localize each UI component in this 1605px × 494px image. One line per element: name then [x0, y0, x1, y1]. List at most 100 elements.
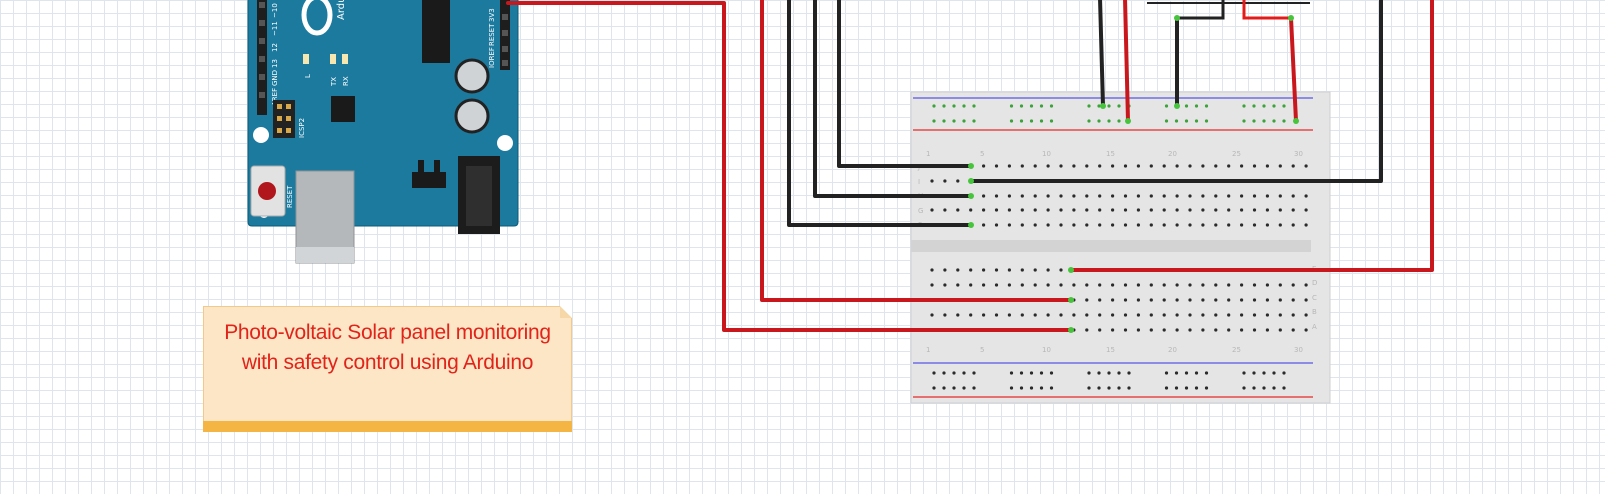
column-label: 10	[1042, 150, 1051, 158]
breadboard-hole	[1149, 194, 1153, 198]
column-label: 20	[1168, 346, 1177, 354]
breadboard-hole	[994, 194, 999, 198]
wire-red	[1289, 16, 1298, 123]
breadboard-hole	[1020, 268, 1024, 272]
breadboard-hole	[1049, 371, 1054, 375]
breadboard-hole	[1009, 104, 1014, 108]
breadboard-hole	[1214, 313, 1218, 317]
breadboard-hole	[930, 313, 934, 317]
breadboard-hole	[1184, 104, 1189, 108]
wire-red	[506, 1, 1073, 332]
breadboard-hole	[1111, 313, 1115, 317]
breadboard-hole	[1272, 119, 1276, 123]
breadboard-hole	[1072, 223, 1076, 227]
breadboard-hole	[1123, 328, 1128, 332]
breadboard-hole	[1252, 386, 1256, 390]
breadboard-hole	[1059, 313, 1063, 317]
breadboard-hole	[1107, 386, 1111, 390]
breadboard-hole	[1184, 119, 1189, 123]
breadboard-hole	[1262, 371, 1266, 375]
breadboard-hole	[1029, 119, 1034, 123]
breadboard-hole	[1175, 313, 1179, 317]
breadboard-hole	[962, 386, 966, 390]
breadboard-hole	[1085, 194, 1089, 198]
breadboard-hole	[1019, 104, 1024, 108]
column-label: 30	[1294, 346, 1303, 354]
breadboard-hole	[1252, 119, 1256, 123]
breadboard-hole	[1242, 386, 1246, 390]
breadboard-hole	[1020, 164, 1024, 168]
breadboard-hole	[1278, 298, 1282, 302]
note-text: Photo-voltaic Solar panel monitoring wit…	[224, 321, 551, 374]
breadboard-hole	[1039, 104, 1044, 108]
breadboard-hole	[1227, 298, 1231, 302]
breadboard-hole	[1214, 208, 1218, 212]
breadboard-hole	[1227, 313, 1231, 317]
wire-red	[1123, 0, 1130, 123]
microcontroller-chip	[422, 0, 450, 63]
breadboard-hole	[1252, 328, 1257, 332]
breadboard-hole	[1107, 104, 1111, 108]
breadboard-hole	[994, 223, 999, 227]
breadboard-hole	[1240, 208, 1244, 212]
breadboard-hole	[1039, 119, 1044, 123]
breadboard-hole	[1164, 119, 1169, 123]
breadboard-hole	[1046, 194, 1050, 198]
breadboard-hole	[1020, 194, 1024, 198]
breadboard-hole	[1188, 328, 1192, 332]
breadboard-hole	[943, 313, 947, 317]
breadboard-hole	[1175, 164, 1179, 168]
breadboard-hole	[1087, 371, 1091, 375]
column-label: 15	[1106, 346, 1115, 354]
tx-label: TX	[330, 77, 338, 87]
icsp-label: ICSP2	[298, 118, 306, 138]
breadboard-hole	[1149, 283, 1153, 287]
breadboard-hole	[1059, 164, 1063, 168]
breadboard-hole	[1201, 208, 1205, 212]
breadboard-hole	[1291, 164, 1295, 168]
breadboard-hole	[1087, 386, 1091, 390]
breadboard-hole	[1252, 298, 1257, 302]
row-label: G	[918, 207, 923, 215]
breadboard-hole	[1242, 104, 1246, 108]
breadboard-hole	[1188, 194, 1192, 198]
breadboard-hole	[1019, 386, 1024, 390]
breadboard-hole	[1072, 208, 1076, 212]
breadboard-hole	[932, 371, 936, 375]
breadboard-hole	[1214, 298, 1218, 302]
breadboard-hole	[1201, 164, 1205, 168]
breadboard-hole	[1201, 194, 1205, 198]
breadboard-hole	[1098, 313, 1102, 317]
breadboard-hole	[1278, 208, 1282, 212]
breadboard-hole	[1265, 223, 1269, 227]
breadboard-hole	[956, 313, 960, 317]
reset-button-icon	[258, 182, 276, 200]
breadboard-hole	[1007, 164, 1012, 168]
breadboard-hole	[1029, 104, 1034, 108]
breadboard-hole	[1007, 283, 1012, 287]
breadboard-hole	[1033, 208, 1037, 212]
breadboard-hole	[1204, 119, 1209, 123]
l-led-icon	[303, 54, 309, 64]
breadboard-hole	[1184, 371, 1189, 375]
breadboard-hole	[1214, 164, 1218, 168]
breadboard-hole	[994, 283, 999, 287]
row-label: D	[1312, 279, 1317, 287]
breadboard-hole	[972, 386, 976, 390]
column-label: 5	[980, 150, 984, 158]
breadboard-hole	[1085, 298, 1089, 302]
breadboard-hole	[942, 119, 946, 123]
breadboard-hole	[1175, 194, 1179, 198]
breadboard-hole	[956, 179, 960, 183]
breadboard-hole	[1149, 298, 1153, 302]
breadboard-hole	[1252, 104, 1256, 108]
breadboard-hole	[969, 268, 973, 272]
breadboard-hole	[1123, 313, 1128, 317]
power-label: IOREF	[488, 47, 496, 68]
breadboard-hole	[1111, 164, 1115, 168]
arduino-board[interactable]: Ardu ~10 ~11 12 13 GND AREF L TX RX	[247, 0, 519, 264]
breadboard-hole	[952, 386, 956, 390]
breadboard-hole	[1107, 119, 1111, 123]
rx-led-icon	[342, 54, 348, 64]
breadboard-hole	[942, 386, 946, 390]
